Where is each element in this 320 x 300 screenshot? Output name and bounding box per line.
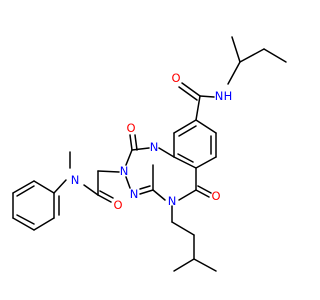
bond-c5a-c6 — [195, 156, 217, 169]
bond-c8-c9 — [173, 119, 197, 134]
carboxamide-group — [178, 82, 215, 121]
phenyl-ring — [12, 180, 60, 231]
bond-c1-o-2 — [134, 134, 138, 151]
atom-label-amide-h: H — [224, 89, 233, 103]
bond-n10-c1 — [131, 147, 150, 151]
bond-n1-c3a — [139, 189, 154, 195]
bond-n2-ch2 — [97, 170, 120, 173]
atom-label-n4: N — [168, 194, 177, 208]
atom-label-n2: N — [120, 164, 129, 178]
atom-label-o5: O — [211, 189, 220, 203]
bond-c7-c8 — [195, 119, 217, 134]
bond-ph-3 — [12, 217, 35, 231]
atom-label-o1: O — [126, 121, 135, 135]
atom-label-amide-o: O — [171, 71, 180, 85]
bond-carbonyl-o-1 — [181, 82, 201, 97]
bond-carbonyl-n — [83, 184, 99, 196]
bond-n2-n1 — [125, 176, 131, 189]
bond-nh-carbonyl — [199, 95, 215, 98]
bond-ph-5-inner — [16, 185, 35, 197]
bond-c5-o — [195, 189, 210, 198]
bond-ethyl-ch2 — [239, 48, 265, 63]
bond-ph-6 — [33, 180, 55, 194]
sec-butyl-group — [227, 36, 287, 85]
bond-carbonyl-o-2 — [178, 86, 198, 101]
bond-c5a-c9a — [173, 156, 197, 169]
bond-acetamide-co-1 — [97, 194, 112, 203]
bond-c1-n2 — [125, 149, 133, 166]
atom-label-acetamide-n: N — [71, 173, 80, 187]
bond-c8-c9-inner — [178, 125, 197, 137]
bond-ph-5 — [12, 180, 35, 194]
bond-carbonyl-ring — [195, 95, 201, 121]
benzo-ring — [173, 119, 217, 169]
atom-label-amide-n: N — [215, 89, 224, 103]
bond-sec-methyl — [231, 36, 241, 63]
bond-ph-2 — [33, 217, 55, 231]
bond-n-phenyl — [53, 179, 67, 194]
bond-c5a-c9a-inner — [177, 153, 194, 163]
bond-acetamide-co-2 — [99, 190, 114, 199]
atom-labels: N H O N O N N N O O N — [71, 71, 233, 212]
bond-ethyl-end — [263, 48, 287, 63]
bond-n1-c3a-inner — [139, 185, 151, 190]
bond-c5-n4 — [178, 189, 197, 201]
atom-label-n1: N — [130, 187, 139, 201]
bond-ch-me2 — [173, 258, 195, 272]
bond-c1-o — [129, 134, 133, 151]
bond-n4-c3a — [152, 189, 166, 201]
bond-sec-ch-nh — [227, 61, 241, 85]
pyrimidinone-ring — [152, 147, 212, 201]
bond-c5-o-2 — [197, 185, 212, 194]
bond-c9a-n10 — [158, 147, 175, 158]
bond-ph-3-inner — [16, 214, 35, 225]
bond-ch2-ch2 — [171, 221, 195, 236]
bond-ch-me1 — [193, 258, 217, 272]
atom-label-n10: N — [150, 140, 159, 154]
molecule-structure-diagram: N H O N O N N N O O N — [12, 36, 287, 272]
isopentyl-group — [171, 205, 217, 272]
triazolone-ring — [125, 134, 154, 195]
atom-label-acetamide-o: O — [113, 198, 122, 212]
acetamide-group — [53, 151, 120, 203]
